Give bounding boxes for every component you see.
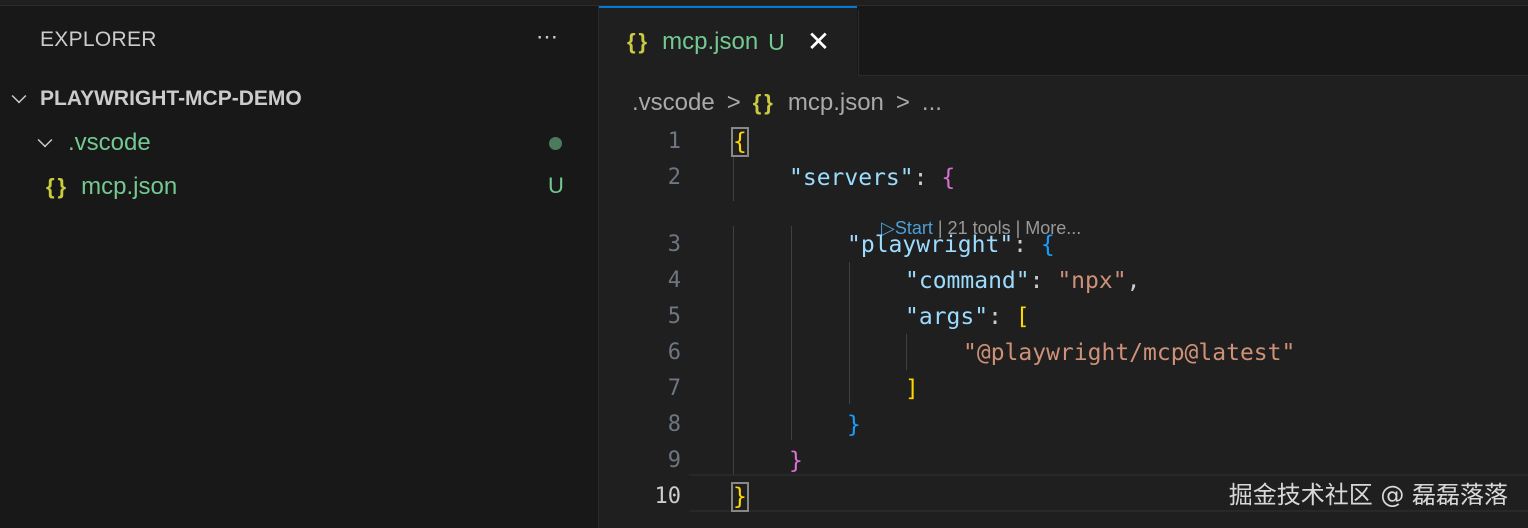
explorer-sidebar: EXPLORER ⋯ PLAYWRIGHT-MCP-DEMO .vscode {…: [0, 6, 599, 528]
current-line-highlight: [689, 474, 1528, 512]
mcp-codelens: ▷Start | 21 tools | More...: [851, 197, 1081, 260]
code-line: 2 "servers": {: [599, 160, 1528, 196]
line-number: 10: [654, 484, 682, 509]
bracket: [: [1015, 304, 1030, 330]
code-line: 3 "playwright": {: [599, 227, 1528, 263]
json-key: "args": [905, 304, 989, 330]
line-number: 7: [667, 376, 681, 401]
json-file-icon: {}: [46, 174, 70, 199]
json-key: "servers": [789, 165, 914, 191]
chevron-right-icon: >: [726, 89, 741, 116]
watermark: 掘金技术社区 @ 磊磊落落: [1228, 481, 1508, 509]
tab-label: mcp.json: [662, 28, 759, 55]
line-number: 8: [667, 412, 681, 437]
json-string: "npx": [1057, 268, 1127, 294]
chevron-down-icon: [37, 132, 53, 148]
untracked-badge: U: [768, 28, 785, 55]
json-key: "playwright": [847, 232, 1014, 258]
breadcrumb-item-symbols[interactable]: ...: [921, 89, 942, 116]
bracket: {: [1040, 232, 1055, 258]
code-line: 5 "args": [: [599, 299, 1528, 335]
json-string: "@playwright/mcp@latest": [963, 340, 1296, 366]
bracket: ]: [905, 376, 919, 402]
bracket: }: [847, 412, 861, 438]
code-line-active: 10 }: [599, 479, 1528, 515]
chevron-right-icon: >: [895, 89, 910, 116]
more-actions-icon[interactable]: ⋯: [536, 24, 559, 49]
line-number: 9: [667, 448, 681, 473]
indent-guide: [906, 334, 907, 370]
line-number: 4: [667, 268, 681, 293]
modified-dot-icon: [549, 137, 562, 150]
tree-item-vscode-folder[interactable]: .vscode: [0, 121, 598, 165]
codelens-info[interactable]: | 21 tools | More...: [932, 218, 1082, 238]
indent-guide: [733, 226, 734, 476]
breadcrumb-item-file[interactable]: mcp.json: [787, 89, 884, 116]
explorer-title: EXPLORER: [40, 28, 157, 51]
line-number: 2: [667, 165, 681, 190]
matched-bracket: }: [731, 482, 749, 512]
comma: ,: [1126, 268, 1141, 294]
folder-label: .vscode: [68, 129, 151, 156]
code-line: 8 }: [599, 407, 1528, 443]
title-bar-edge: [0, 0, 1528, 6]
line-number: 6: [667, 340, 681, 365]
tree-item-mcp-json[interactable]: {} mcp.json U: [0, 165, 598, 209]
indent-guide: [733, 156, 734, 201]
colon: :: [1013, 232, 1041, 258]
line-number: 5: [667, 304, 681, 329]
line-number: 1: [667, 129, 681, 154]
breadcrumb: .vscode > {} mcp.json > ...: [632, 86, 942, 120]
json-file-icon: {}: [752, 90, 776, 115]
colon: :: [988, 304, 1016, 330]
tab-mcp-json[interactable]: {} mcp.json U ✕: [599, 6, 857, 76]
untracked-badge: U: [548, 173, 564, 198]
code-line: 4 "command": "npx",: [599, 263, 1528, 299]
code-line: 1 {: [599, 124, 1528, 160]
editor-area: {} mcp.json U ✕ .vscode > {} mcp.json > …: [599, 6, 1528, 528]
file-label: mcp.json: [81, 173, 178, 200]
colon: :: [913, 165, 942, 191]
bracket: }: [789, 448, 803, 474]
tab-bar: {} mcp.json U ✕: [599, 6, 1528, 76]
chevron-down-icon: [11, 88, 27, 104]
indent-guide: [849, 262, 850, 404]
code-line: 6 "@playwright/mcp@latest": [599, 335, 1528, 371]
indent-guide: [791, 226, 792, 440]
json-file-icon: {}: [627, 29, 651, 54]
line-number: 3: [667, 232, 681, 257]
matched-bracket: {: [731, 127, 749, 157]
tree-root-folder[interactable]: PLAYWRIGHT-MCP-DEMO: [0, 77, 598, 121]
json-key: "command": [905, 268, 1030, 294]
tab-bar-empty-space: [858, 10, 1528, 76]
code-line: 9 }: [599, 443, 1528, 479]
code-line: 7 ]: [599, 371, 1528, 407]
root-folder-label: PLAYWRIGHT-MCP-DEMO: [40, 87, 302, 110]
bracket: {: [941, 165, 956, 191]
breadcrumb-item-vscode[interactable]: .vscode: [632, 89, 715, 116]
colon: :: [1029, 268, 1058, 294]
start-server-button[interactable]: ▷Start: [881, 218, 933, 238]
close-icon[interactable]: ✕: [806, 26, 831, 57]
